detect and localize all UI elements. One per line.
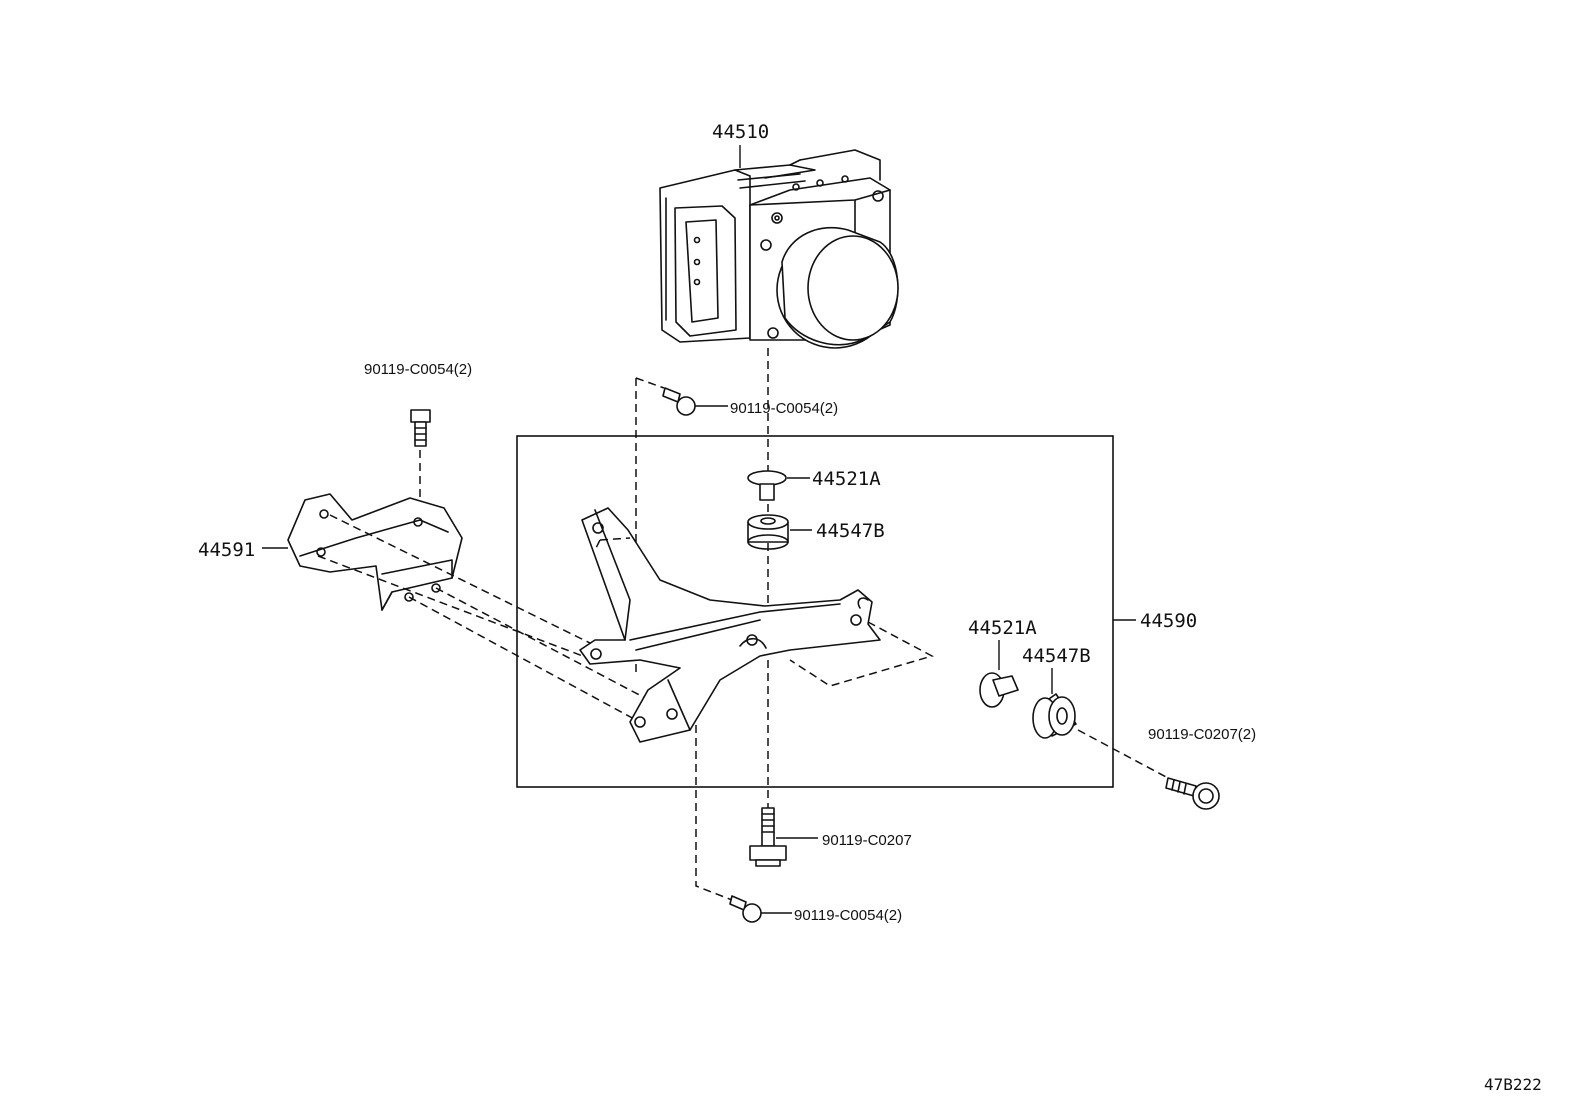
cushion-right: 44547B (1022, 645, 1091, 739)
label-44510: 44510 (712, 121, 769, 143)
figure-code: 47B222 (1484, 1075, 1542, 1094)
bolt-bottom-lower: 90119-C0054(2) (695, 725, 902, 924)
collar-right: 44521A (968, 617, 1037, 708)
label-bolt-left-top: 90119-C0054(2) (364, 361, 472, 378)
bracket-assy-box (516, 435, 1114, 788)
label-bolt-right: 90119-C0207(2) (1148, 726, 1256, 743)
label-bolt-bottom-lower: 90119-C0054(2) (794, 907, 902, 924)
bolt-left-top: 90119-C0054(2) (364, 361, 472, 516)
label-cushion-top: 44547B (816, 520, 885, 542)
label-collar-right: 44521A (968, 617, 1037, 639)
cushion-top: 44547B (747, 514, 885, 550)
label-cushion-right: 44547B (1022, 645, 1091, 667)
bolt-bottom-center: 90119-C0207 (749, 807, 912, 867)
bracket-44591: 44591 (198, 493, 669, 721)
right-alignment-line (1077, 729, 1169, 779)
label-bolt-bottom-center: 90119-C0207 (822, 832, 912, 849)
bracket-assy (579, 507, 934, 743)
bolt-center-top: 90119-C0054(2) (635, 377, 838, 676)
label-collar-top: 44521A (812, 468, 881, 490)
label-44591: 44591 (198, 539, 255, 561)
label-44590: 44590 (1140, 610, 1197, 632)
collar-top: 44521A (747, 468, 881, 501)
label-bolt-center-top: 90119-C0054(2) (730, 400, 838, 417)
abs-actuator: 44510 (659, 121, 899, 349)
bolt-right: 90119-C0207(2) (1148, 726, 1256, 810)
